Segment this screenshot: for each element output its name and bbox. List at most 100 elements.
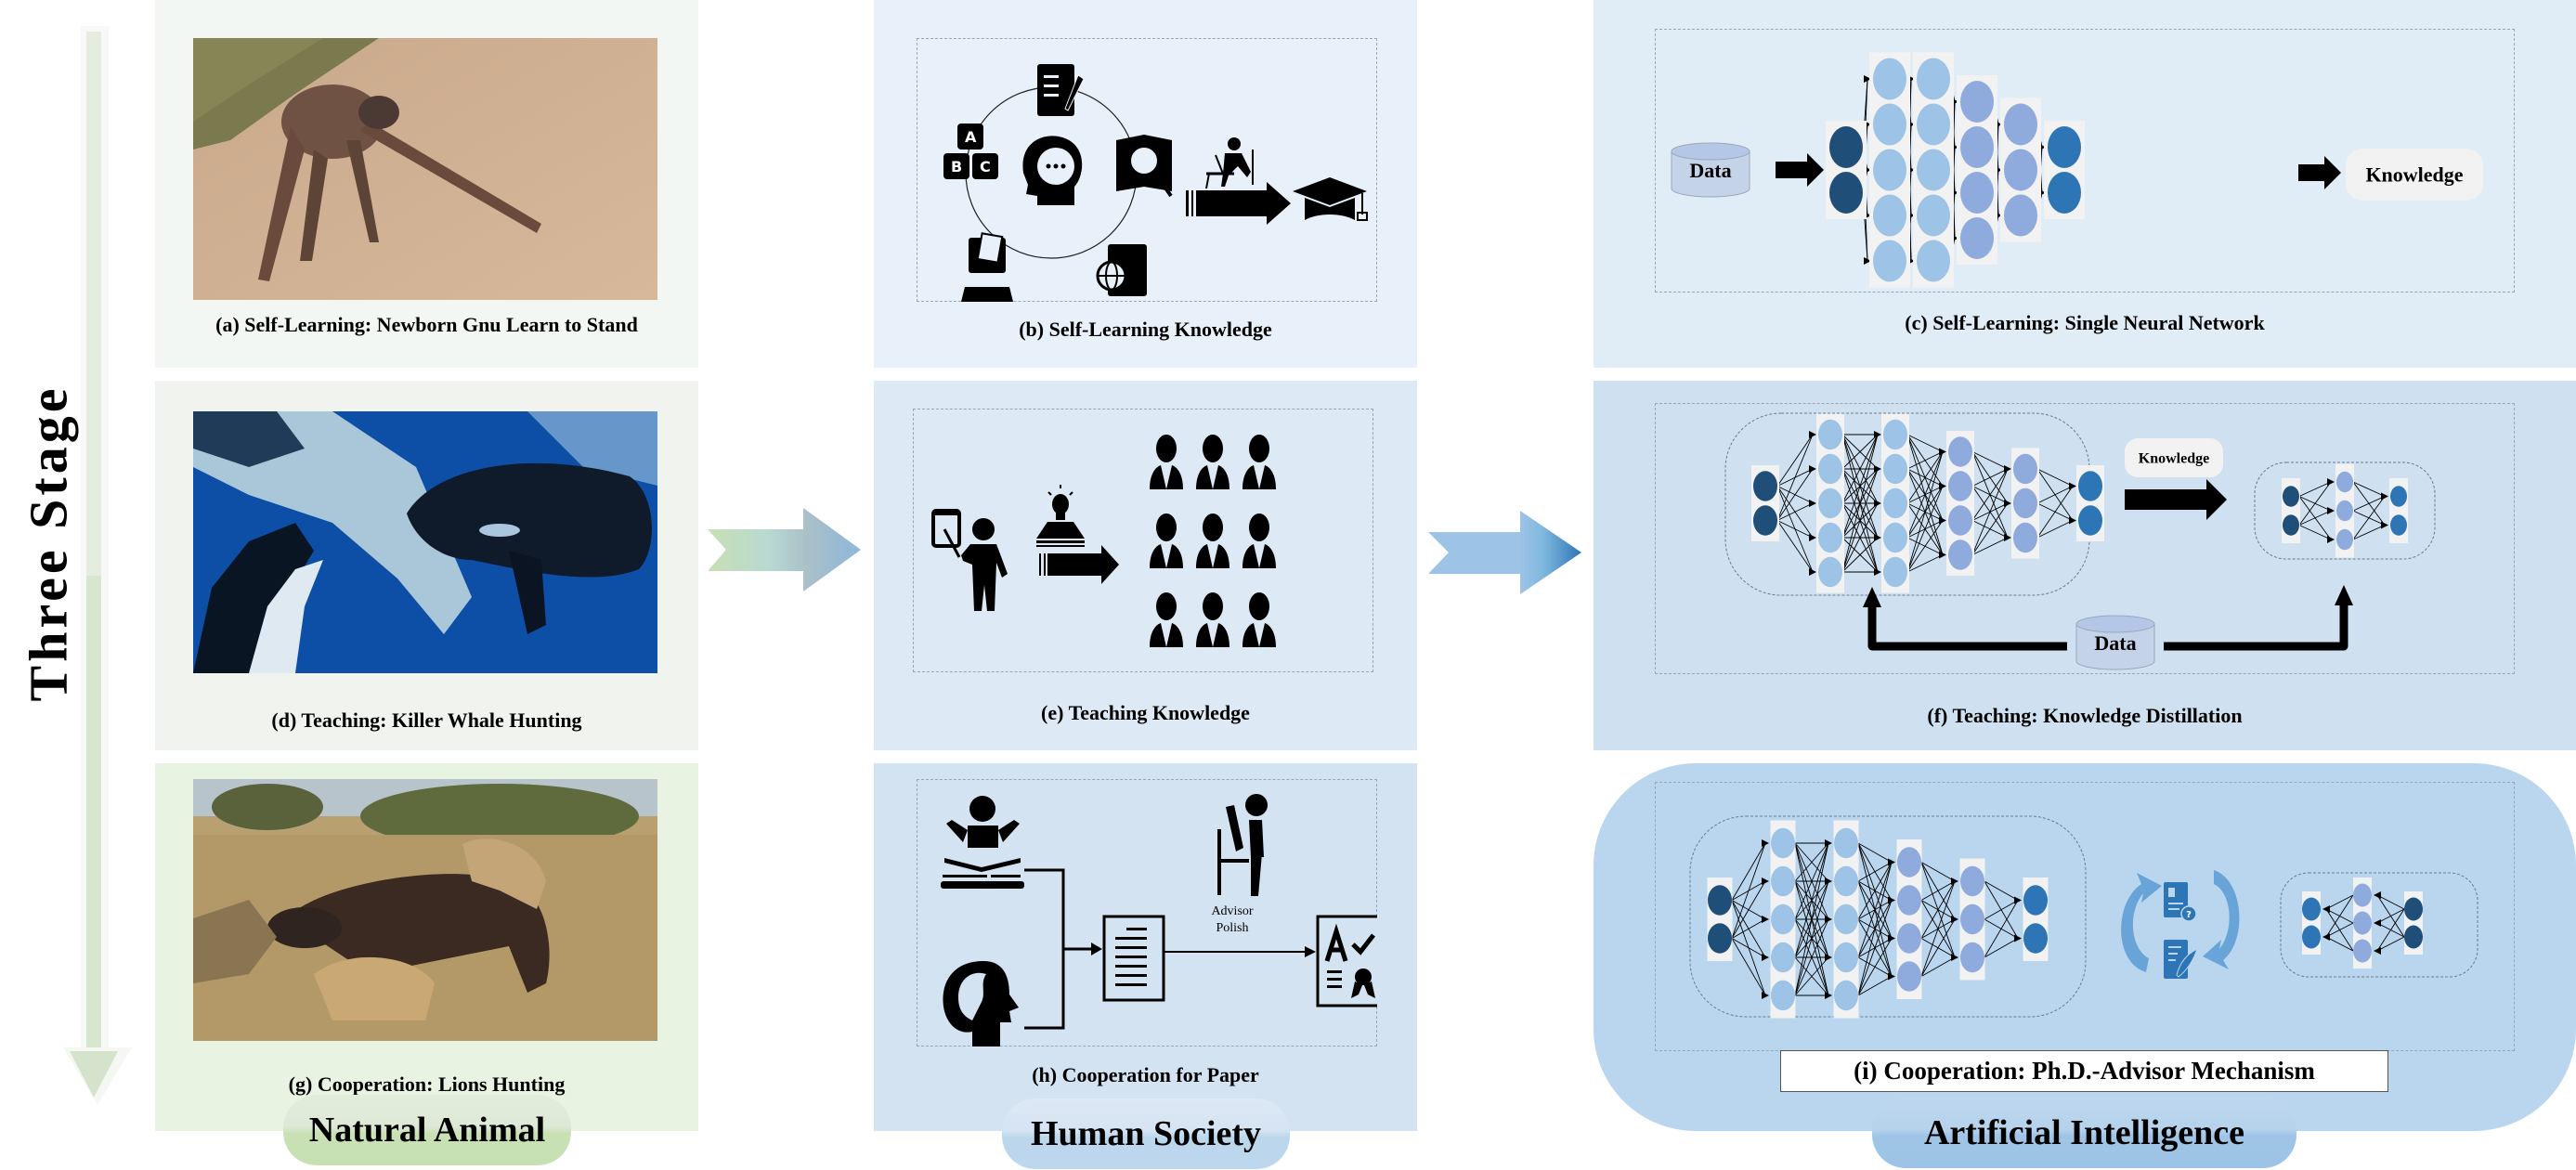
network-node	[2283, 514, 2299, 536]
network-edge	[2325, 894, 2354, 910]
network-edge	[1857, 938, 1893, 996]
network-node	[1834, 904, 1858, 935]
cooperation-paper-illustration: Advisor Polish	[941, 794, 1377, 1046]
network-edge	[1920, 880, 1956, 939]
network-node	[2390, 486, 2407, 507]
network-node	[1771, 865, 1795, 897]
network-node	[2353, 883, 2372, 907]
stage-arrow	[63, 26, 132, 1105]
network-node	[1897, 847, 1921, 878]
lightbulb-book-icon	[1036, 485, 1085, 547]
network-edge	[2036, 468, 2074, 487]
edge-arrowhead	[1762, 878, 1769, 885]
network-node	[2013, 522, 2037, 553]
caption-c: (c) Self-Learning: Single Neural Network	[1905, 311, 2265, 334]
network-edge	[1971, 468, 2009, 521]
network-edge	[1920, 880, 1956, 977]
network-edge	[2036, 486, 2074, 504]
student-icon	[1242, 435, 1276, 489]
edge-arrowhead	[1951, 916, 1958, 923]
network-edge	[1731, 842, 1766, 901]
data-cylinder: Data	[2075, 615, 2155, 670]
network-edge	[2298, 481, 2332, 497]
panel-h: Advisor Polish (h) Cooperation for Paper	[874, 763, 1417, 1131]
network-node	[1917, 103, 1950, 146]
advisor-label: Advisor	[1211, 904, 1253, 918]
network-edge	[1971, 468, 2009, 555]
network-node	[2078, 505, 2102, 536]
network-node	[1960, 865, 1984, 897]
network-node	[1917, 194, 1950, 237]
network-edge	[1906, 486, 1944, 573]
network-edge	[1794, 842, 1829, 882]
edge-arrowhead	[2381, 521, 2388, 529]
newborn-gnu-photo	[193, 38, 657, 300]
network-edge	[2036, 520, 2074, 539]
network-node	[2336, 528, 2353, 551]
network-edge	[1971, 468, 2009, 487]
edge-arrowhead	[1762, 992, 1769, 999]
network-node	[1917, 149, 1950, 191]
pill-natural-animal: Natural Animal	[283, 1095, 571, 1165]
network-node	[1834, 942, 1858, 973]
caption-i: (i) Cooperation: Ph.D.-Advisor Mechanism	[1780, 1050, 2388, 1092]
network-edge	[1906, 451, 1944, 573]
network-edge	[2298, 510, 2332, 526]
teacher-network-frame	[1724, 412, 2090, 596]
data-label: Data	[2094, 631, 2136, 655]
edge-arrowhead	[1825, 992, 1832, 999]
edge-arrowhead	[1825, 839, 1832, 847]
reader-icon	[941, 796, 1024, 889]
network-edge	[2376, 936, 2405, 952]
network-edge	[1857, 976, 1893, 996]
edge-arrowhead	[2004, 465, 2011, 473]
network-node	[1771, 980, 1795, 1011]
edge-arrowhead	[1874, 431, 1881, 438]
network-edge	[1971, 502, 2009, 555]
caption-h: (h) Cooperation for Paper	[1032, 1063, 1259, 1086]
network-node	[2404, 925, 2423, 949]
pill-human-society: Human Society	[1002, 1098, 1290, 1169]
edge-arrowhead	[1864, 75, 1871, 83]
edge-arrowhead	[1939, 516, 1946, 525]
student-icon	[1150, 592, 1183, 647]
network-edge	[1794, 842, 1829, 996]
student-icon	[1196, 514, 1229, 568]
polish-label: Polish	[1216, 921, 1248, 935]
network-node	[1771, 827, 1795, 859]
edge-arrowhead	[2381, 492, 2388, 500]
network-edge	[1776, 502, 1814, 521]
network-node	[1771, 942, 1795, 973]
edge-arrowhead	[2327, 478, 2335, 486]
edit-document-icon	[2164, 940, 2198, 979]
panel-b-frame	[917, 38, 1377, 302]
teaching-illustration	[931, 435, 1276, 647]
pill-artificial-intelligence: Artificial Intelligence	[1872, 1098, 2296, 1168]
network-edge	[2352, 496, 2386, 540]
lions-hunting-photo	[193, 779, 657, 1041]
edge-arrowhead	[1874, 534, 1881, 541]
network-edge	[2325, 894, 2354, 938]
student-icon	[1242, 514, 1276, 568]
student-icon	[1196, 592, 1229, 647]
network-node	[1818, 522, 1842, 553]
edge-arrowhead	[2374, 947, 2381, 955]
network-node	[2390, 514, 2407, 536]
edge-arrowhead	[2069, 516, 2076, 525]
network-edge	[1731, 918, 1766, 939]
network-edge	[1971, 451, 2009, 470]
edge-arrowhead	[1888, 972, 1895, 981]
edge-arrowhead	[2004, 500, 2011, 507]
network-edge	[1906, 451, 1944, 539]
network-edge	[1731, 842, 1766, 939]
knowledge-label: Knowledge	[2365, 163, 2463, 187]
edge-arrowhead	[1888, 858, 1895, 866]
output-arrow	[2298, 156, 2341, 189]
network-node	[1873, 149, 1906, 191]
edge-arrowhead	[2327, 507, 2335, 514]
edge-arrowhead	[1951, 954, 1958, 961]
svg-text:A: A	[965, 128, 977, 146]
